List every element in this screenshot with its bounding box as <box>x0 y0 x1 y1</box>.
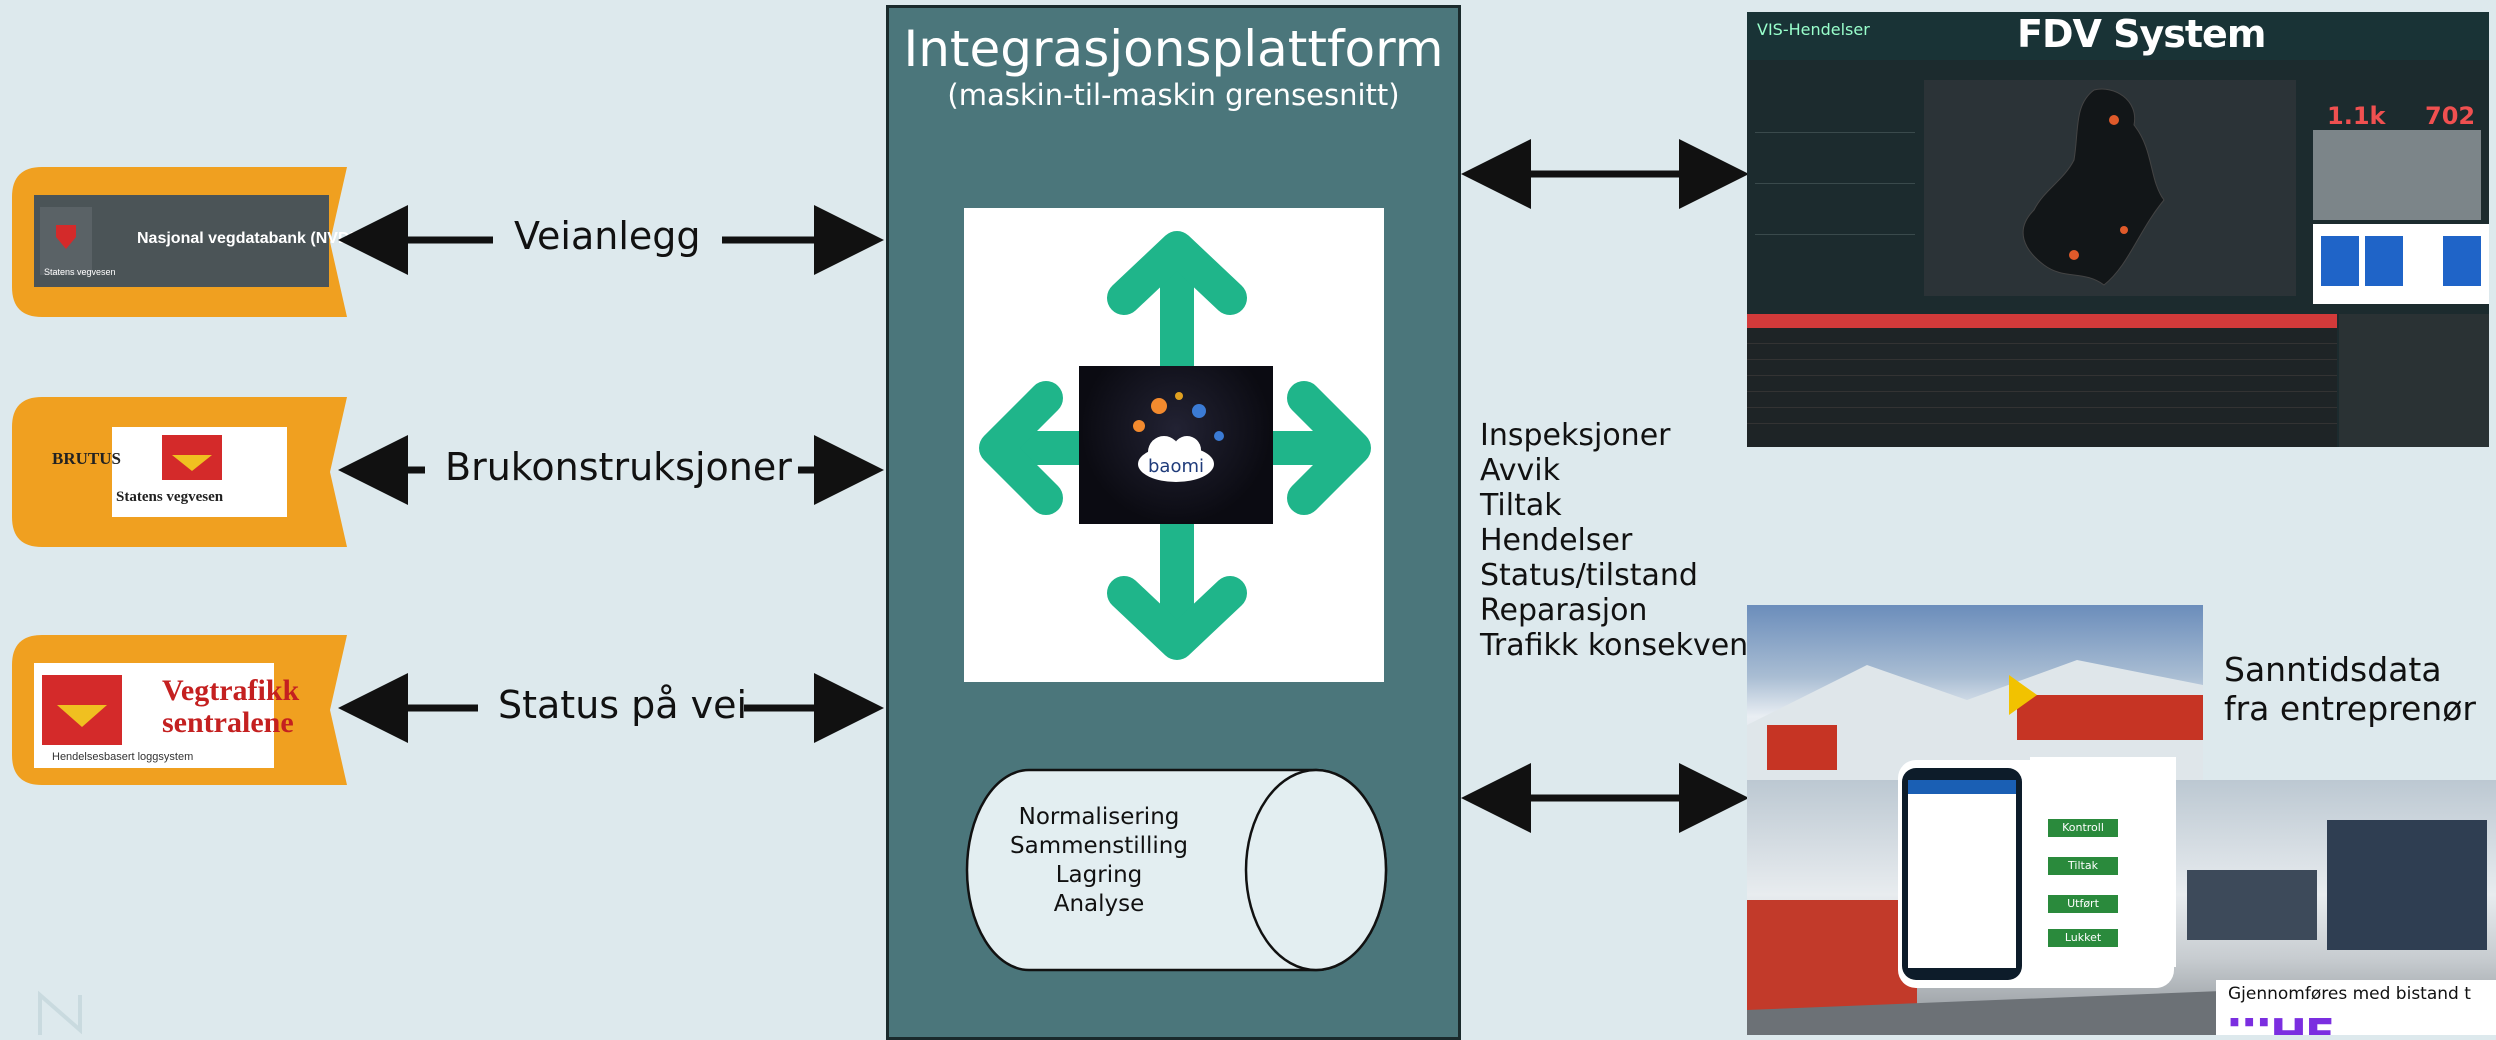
fdv-kpi-2: 702 <box>2425 102 2476 130</box>
info-types-list: Inspeksjoner Avvik Tiltak Hendelser Stat… <box>1480 418 1764 663</box>
footer-logo-text: HF <box>2270 1010 2335 1035</box>
realtime-label: Sanntidsdata fra entreprenør <box>2224 650 2476 728</box>
storage-item: Sammenstilling <box>1010 833 1188 859</box>
app-button: Utført <box>2048 895 2118 913</box>
footer-logo: ⁚⁚⁚HF <box>2226 1010 2335 1035</box>
app-button: Tiltak <box>2048 857 2118 875</box>
platform-title: Integrasjonsplattform <box>903 20 1444 78</box>
footer-logo-dots: ⁚⁚⁚ <box>2226 1010 2272 1035</box>
brutus-logo-sub: Statens vegvesen <box>116 489 224 505</box>
fdv-system-screenshot: VIS-Hendelser FDV System 1.1k 702 <box>1747 12 2489 447</box>
info-item: Tiltak <box>1480 488 1562 523</box>
storage-item: Lagring <box>1055 862 1143 888</box>
app-buttons-panel: Kontroll Tiltak Utført Lukket <box>2030 757 2176 967</box>
info-item: Hendelser <box>1480 523 1633 558</box>
vts-tag-shape <box>12 635 347 785</box>
info-item: Reparasjon <box>1480 593 1648 628</box>
app-button: Lukket <box>2048 929 2118 947</box>
veianlegg-label: Veianlegg <box>514 214 701 258</box>
hub-cloud-image: baomi <box>1079 366 1273 524</box>
info-item: Trafikk konsekvens <box>1480 628 1764 663</box>
fdv-camera-panel <box>2313 130 2481 220</box>
footer-box: Gjennomføres med bistand t ⁚⁚⁚HF <box>2216 980 2496 1035</box>
fdv-map <box>1924 80 2296 296</box>
vts-logo-sub: Hendelsesbasert loggsystem <box>52 751 194 763</box>
fdv-kpi-panel: 1.1k 702 <box>2307 72 2489 152</box>
info-item: Avvik <box>1480 453 1560 488</box>
hub-brand: baomi <box>1147 456 1204 477</box>
brutus-tag-shape <box>12 397 347 547</box>
storage-cylinder <box>965 768 1388 972</box>
nvdb-logo-text: Nasjonal vegdatabank (NVDB) <box>137 230 367 247</box>
brutus-source-tag: BRUTUS Statens vegvesen <box>12 397 352 547</box>
app-button: Kontroll <box>2048 819 2118 837</box>
fdv-table <box>1747 314 2337 447</box>
info-item: Status/tilstand <box>1480 558 1698 593</box>
fdv-header <box>1747 12 2489 60</box>
cloud-icon <box>1133 392 1224 482</box>
integration-platform: Integrasjonsplattform (maskin-til-maskin… <box>886 5 1461 1040</box>
vts-logo-text: Vegtrafikk sentralene <box>162 674 300 739</box>
brukonstruksjoner-label: Brukonstruksjoner <box>445 445 792 489</box>
nvdb-source-tag: Nasjonal vegdatabank (NVDB) Statens vegv… <box>12 167 366 317</box>
footer-note: Gjennomføres med bistand t <box>2228 984 2471 1004</box>
hub-card: baomi <box>964 208 1384 682</box>
watermark-logo-icon <box>38 990 82 1035</box>
hub-arrows-icon <box>979 231 1371 660</box>
storage-item: Analyse <box>1053 891 1145 917</box>
fdv-app-name: VIS-Hendelser <box>1757 20 1870 39</box>
brutus-logo-text: BRUTUS <box>52 449 121 468</box>
snow-plow-scene <box>1747 660 2203 785</box>
fdv-side-panel <box>2339 314 2489 447</box>
storage-text: Normalisering Sammenstilling Lagring Ana… <box>999 803 1199 919</box>
status-pa-vei-label: Status på vei <box>498 683 748 727</box>
fdv-buttons-panel <box>2313 224 2489 304</box>
fdv-kpi-1: 1.1k <box>2327 102 2386 130</box>
map-shape <box>2022 88 2165 286</box>
nvdb-logo-sub: Statens vegvesen <box>44 267 116 277</box>
platform-subtitle: (maskin-til-maskin grensesnitt) <box>947 78 1400 112</box>
storage-item: Normalisering <box>1018 804 1180 830</box>
fdv-list-panel <box>1755 82 1915 292</box>
nvdb-tag-shape <box>12 167 347 317</box>
vts-source-tag: Vegtrafikk sentralene Hendelsesbasert lo… <box>12 635 352 785</box>
fdv-title: FDV System <box>2017 12 2266 56</box>
snow-plow-photo <box>1747 605 2203 785</box>
info-item: Inspeksjoner <box>1480 418 1671 453</box>
